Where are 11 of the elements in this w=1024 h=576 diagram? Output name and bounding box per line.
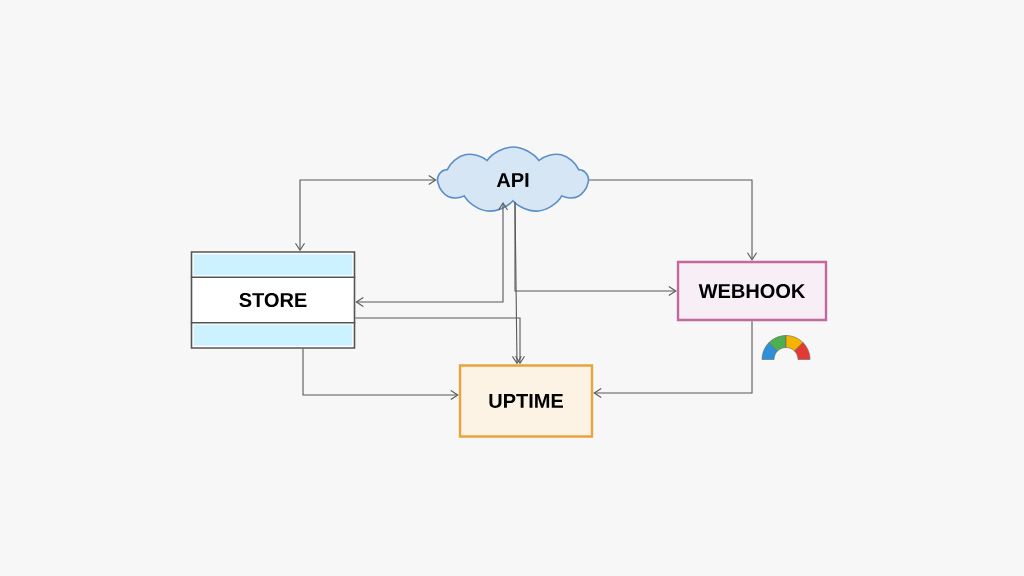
arrow [302,348,459,401]
arrow [294,174,437,252]
arrow [593,320,753,399]
arrow [588,179,758,261]
arrow [355,201,509,308]
arrow [354,317,526,365]
store-box: STORE [189,251,357,349]
process-box: UPTIME [458,364,594,438]
process-box: WEBHOOK [676,260,828,322]
arrow [511,201,522,365]
cloud-node: API [436,146,590,212]
